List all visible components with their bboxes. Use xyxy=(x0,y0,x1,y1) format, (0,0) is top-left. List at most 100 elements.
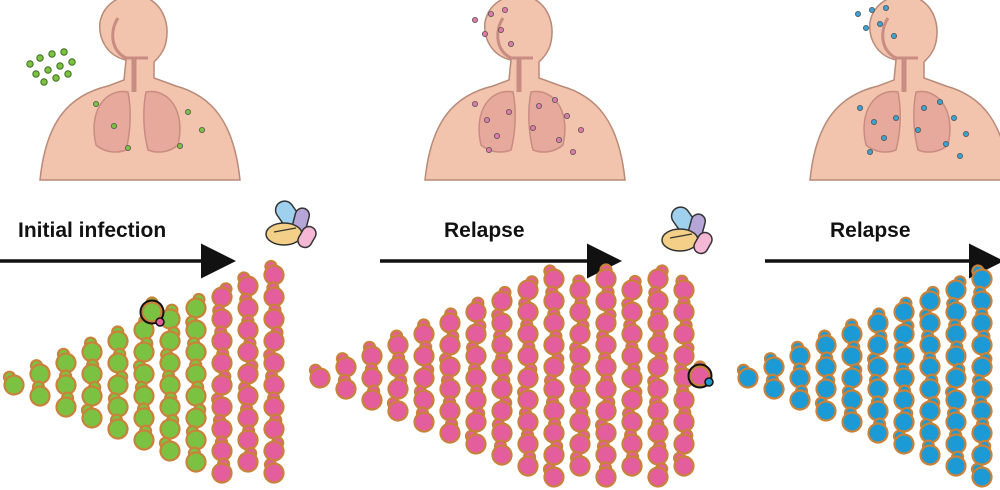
budding-yeast-cell-icon xyxy=(971,352,993,378)
budding-yeast-cell-icon xyxy=(263,391,285,418)
budding-yeast-cell-icon xyxy=(867,329,889,356)
budding-yeast-cell-icon xyxy=(517,450,539,477)
budding-yeast-cell-icon xyxy=(237,424,259,451)
body-cell-dot xyxy=(863,24,870,31)
budding-yeast-cell-icon xyxy=(595,439,617,466)
budding-yeast-cell-icon xyxy=(814,396,837,422)
budding-yeast-cell-icon xyxy=(185,292,207,319)
budding-yeast-cell-icon xyxy=(673,451,695,477)
budding-yeast-cell-icon xyxy=(491,439,513,466)
budding-yeast-cell-icon xyxy=(517,362,539,389)
body-cell-dot xyxy=(891,33,898,40)
budding-yeast-cell-icon xyxy=(185,315,207,341)
budding-yeast-cell-icon xyxy=(55,347,77,374)
budding-yeast-cell-icon xyxy=(335,352,357,378)
budding-yeast-cell-icon xyxy=(815,373,837,400)
budding-yeast-cell-icon xyxy=(789,362,811,389)
budding-yeast-cell-icon xyxy=(211,303,233,330)
budding-yeast-cell-icon xyxy=(80,403,103,429)
budding-yeast-cell-icon xyxy=(621,340,643,367)
budding-yeast-cell-icon xyxy=(465,296,487,323)
budding-yeast-cell-icon xyxy=(867,307,889,334)
spore xyxy=(68,58,76,66)
budding-yeast-cell-icon xyxy=(763,373,785,400)
budding-yeast-cell-icon xyxy=(945,406,967,433)
budding-yeast-cell-icon xyxy=(413,340,435,367)
body-cell-dot xyxy=(111,123,118,130)
body-cell-dot xyxy=(497,26,504,33)
stage-label-initial-infection: Initial infection xyxy=(18,219,167,242)
torso-initial-infection xyxy=(40,0,240,180)
budding-yeast-cell-icon xyxy=(543,395,565,422)
budding-yeast-cell-icon xyxy=(569,406,591,433)
body-cell-dot xyxy=(552,97,559,104)
budding-yeast-cell-icon xyxy=(841,340,863,367)
budding-yeast-cell-icon xyxy=(569,296,591,323)
budding-yeast-cell-icon xyxy=(439,352,461,378)
budding-yeast-cell-icon xyxy=(263,325,285,352)
budding-yeast-cell-icon xyxy=(621,450,643,477)
cell-population xyxy=(2,259,993,488)
budding-yeast-cell-icon xyxy=(970,462,993,488)
budding-yeast-cell-icon xyxy=(945,340,967,367)
budding-yeast-cell-icon xyxy=(237,271,259,297)
budding-yeast-cell-icon xyxy=(237,359,259,385)
budding-yeast-cell-icon xyxy=(133,402,155,429)
budding-yeast-cell-icon xyxy=(159,413,181,440)
budding-yeast-cell-icon xyxy=(595,263,617,290)
budding-yeast-cell-icon xyxy=(517,296,539,323)
budding-yeast-cell-icon xyxy=(647,374,669,400)
budding-yeast-cell-icon xyxy=(736,363,759,389)
budding-yeast-cell-icon xyxy=(185,403,207,429)
mutant-cell-highlight xyxy=(687,360,714,389)
budding-yeast-cell-icon xyxy=(263,281,285,308)
budding-yeast-cell-icon xyxy=(621,362,643,389)
budding-yeast-cell-icon xyxy=(542,462,565,488)
budding-yeast-cell-icon xyxy=(893,319,915,345)
drug-icon-2 xyxy=(661,202,716,257)
body-cell-dot xyxy=(921,105,928,112)
budding-yeast-cell-icon xyxy=(159,326,181,352)
budding-yeast-cell-icon xyxy=(439,373,461,400)
torso-relapse-1 xyxy=(425,0,625,180)
body-cell-dot xyxy=(471,16,478,23)
body-cell-dot xyxy=(570,148,577,155)
spore xyxy=(52,74,60,82)
stage-label-relapse: Relapse xyxy=(444,219,525,242)
budding-yeast-cell-icon xyxy=(55,369,77,396)
body-cell-dot xyxy=(963,130,970,137)
budding-yeast-cell-icon xyxy=(621,318,643,345)
budding-yeast-cell-icon xyxy=(439,395,461,422)
budding-yeast-cell-icon xyxy=(107,370,129,396)
budding-yeast-cell-icon xyxy=(841,318,863,345)
body-cell-dot xyxy=(943,140,950,147)
budding-yeast-cell-icon xyxy=(263,369,285,396)
budding-yeast-cell-icon xyxy=(673,274,695,301)
budding-yeast-cell-icon xyxy=(387,351,409,378)
budding-yeast-cell-icon xyxy=(263,413,285,440)
budding-yeast-cell-icon xyxy=(763,352,785,378)
budding-yeast-cell-icon xyxy=(517,385,539,411)
budding-yeast-cell-icon xyxy=(211,347,233,374)
budding-yeast-cell-icon xyxy=(595,395,617,422)
budding-yeast-cell-icon xyxy=(621,274,643,301)
body-cell-dot xyxy=(93,101,100,108)
budding-yeast-cell-icon xyxy=(185,336,207,363)
budding-yeast-cell-icon xyxy=(237,336,259,363)
budding-yeast-cell-icon xyxy=(971,439,993,466)
body-cell-dot xyxy=(471,101,478,108)
budding-yeast-cell-icon xyxy=(971,374,993,400)
body-cell-dot xyxy=(125,144,132,151)
budding-yeast-cell-icon xyxy=(263,303,285,330)
spore xyxy=(40,78,48,86)
budding-yeast-cell-icon xyxy=(133,336,155,363)
budding-yeast-cell-icon xyxy=(789,340,811,367)
budding-yeast-cell-icon xyxy=(867,352,889,378)
budding-yeast-cell-icon xyxy=(159,391,181,418)
budding-yeast-cell-icon xyxy=(971,395,993,422)
budding-yeast-cell-icon xyxy=(439,417,461,444)
budding-yeast-cell-icon xyxy=(491,351,513,378)
body-cells xyxy=(93,5,970,159)
body-cell-dot xyxy=(176,142,183,149)
budding-yeast-cell-icon xyxy=(491,308,513,334)
